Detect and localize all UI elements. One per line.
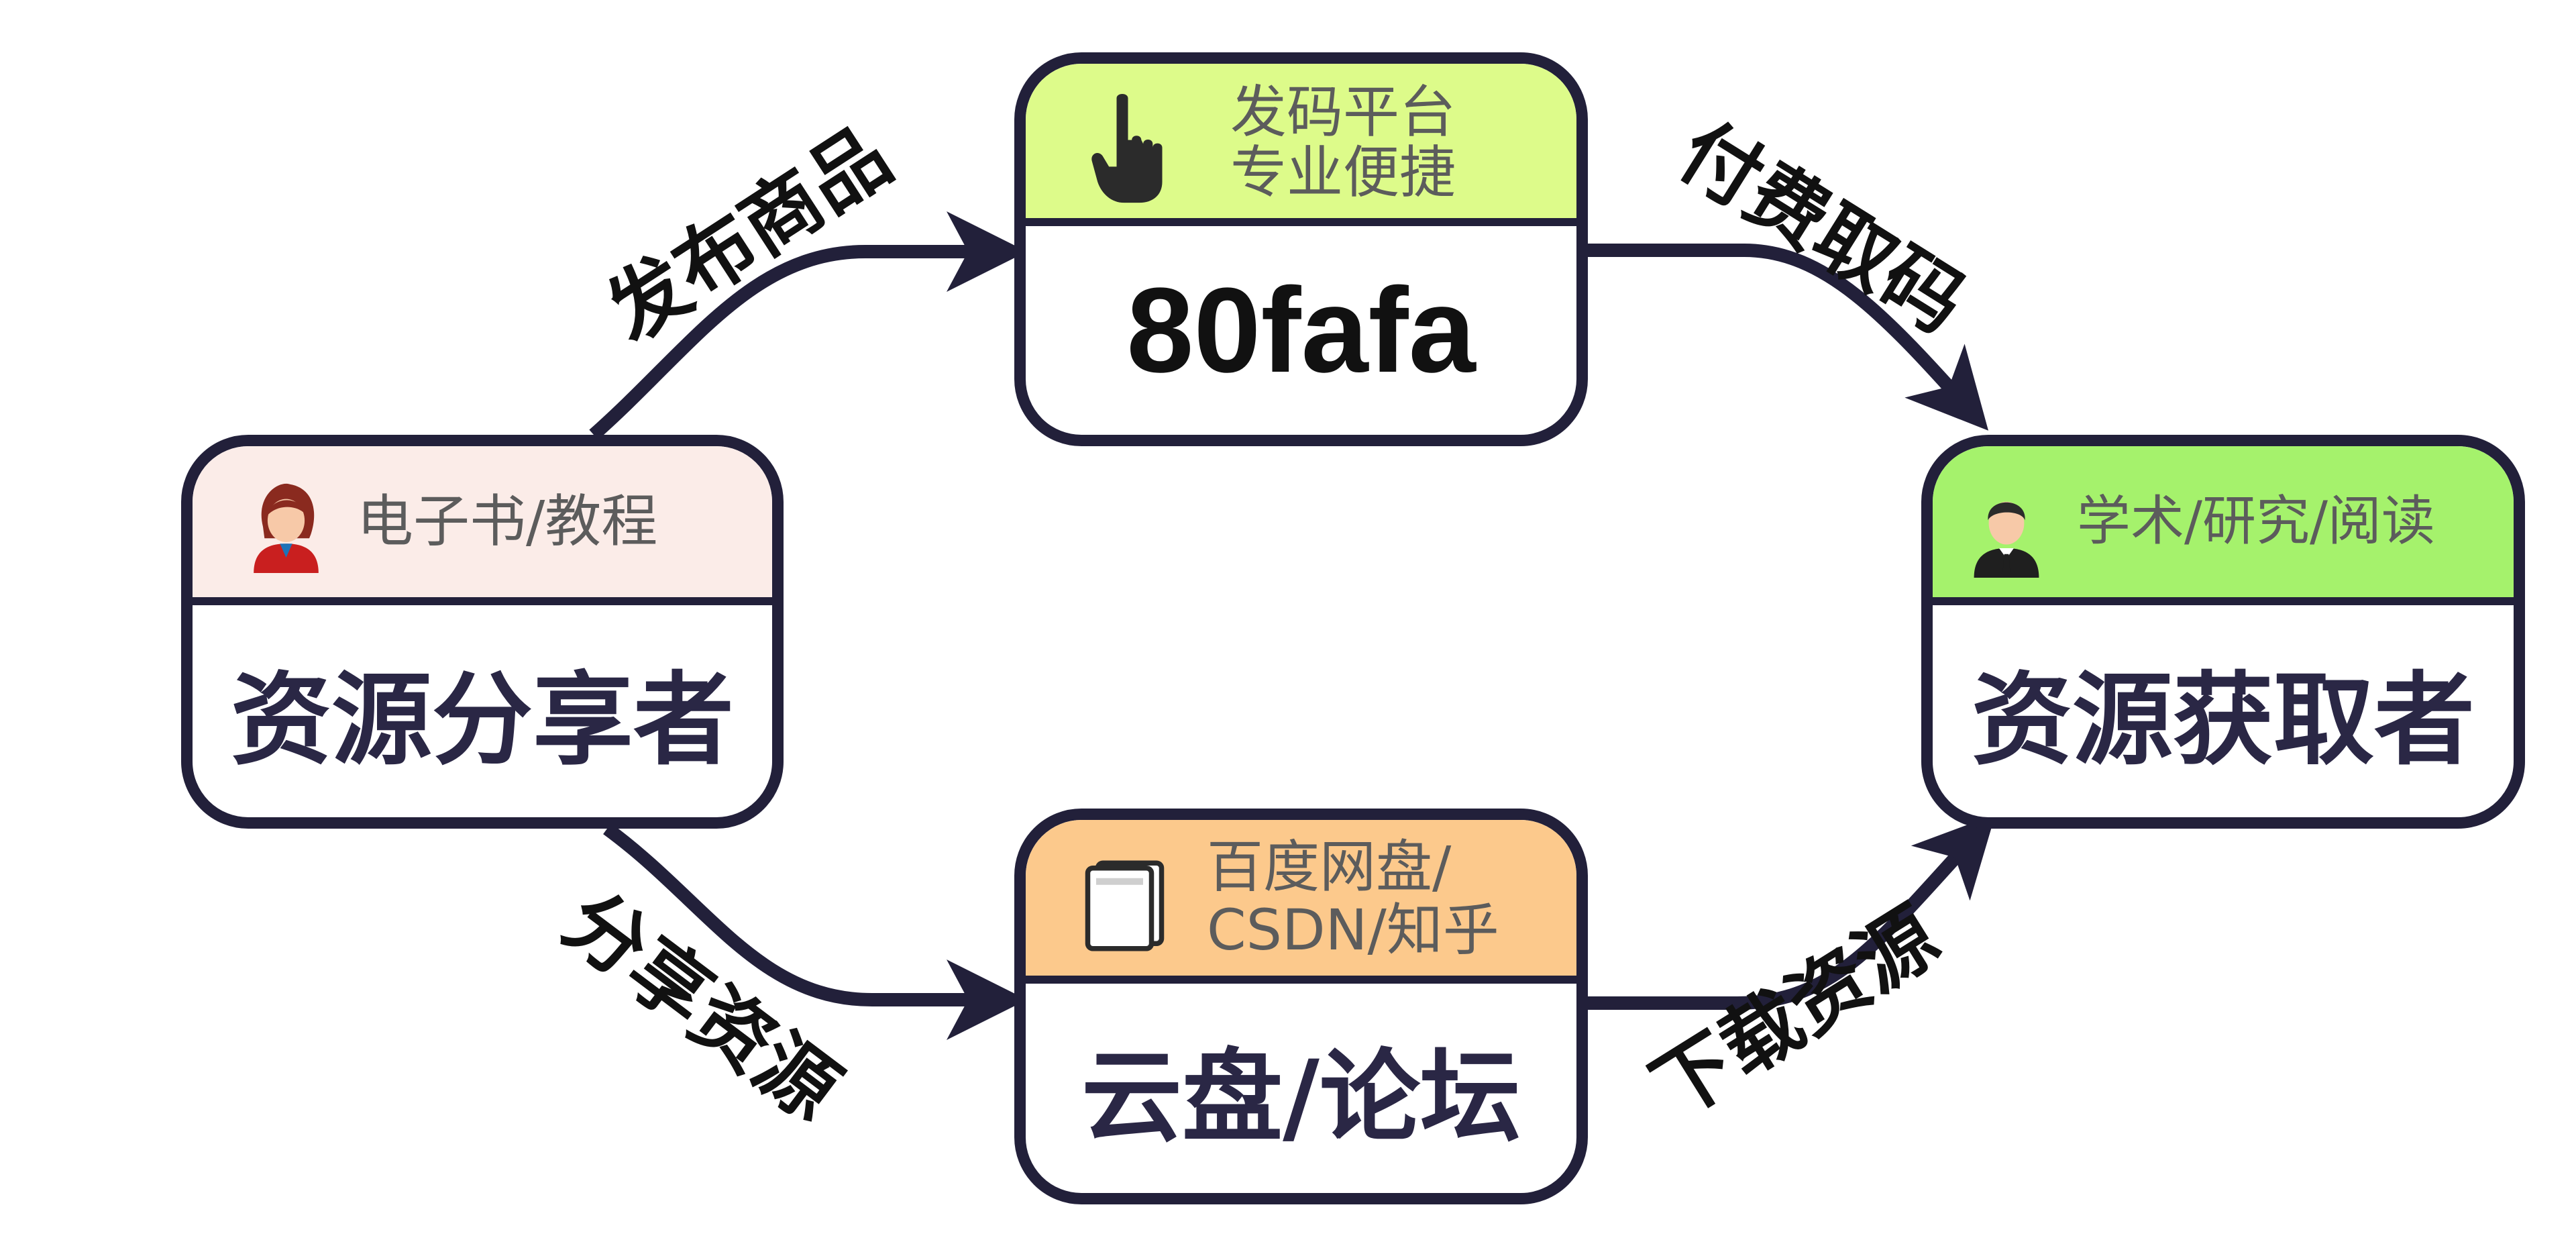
platform-node-header: 发码平台 专业便捷 bbox=[1026, 64, 1576, 226]
getter-node: 学术/研究/阅读 资源获取者 bbox=[1921, 435, 2525, 829]
arrow-pay bbox=[1587, 244, 1989, 431]
cloud-node: 百度网盘/ CSDN/知乎 云盘/论坛 bbox=[1014, 809, 1588, 1204]
pointing-hand-icon bbox=[1091, 93, 1163, 203]
woman-avatar-icon bbox=[254, 483, 319, 573]
arrow-download bbox=[1587, 814, 1996, 1010]
platform-title: 80fafa bbox=[1126, 263, 1476, 398]
platform-header-line2: 专业便捷 bbox=[1230, 140, 1456, 205]
cloud-title: 云盘/论坛 bbox=[1081, 1039, 1521, 1156]
sharer-node-header: 电子书/教程 bbox=[193, 446, 772, 605]
getter-node-header: 学术/研究/阅读 bbox=[1933, 446, 2514, 605]
sharer-node: 电子书/教程 资源分享者 bbox=[181, 435, 784, 829]
cloud-header-line2: CSDN/知乎 bbox=[1207, 897, 1499, 963]
getter-title: 资源获取者 bbox=[1971, 662, 2475, 779]
man-avatar-icon bbox=[1974, 501, 2039, 578]
platform-header-line1: 发码平台 bbox=[1230, 79, 1456, 145]
arrow-share bbox=[603, 823, 1028, 1040]
cloud-node-header: 百度网盘/ CSDN/知乎 bbox=[1026, 820, 1576, 984]
arrow-publish bbox=[589, 211, 1028, 440]
cloud-header-line1: 百度网盘/ bbox=[1207, 834, 1452, 900]
sharer-title: 资源分享者 bbox=[230, 662, 734, 779]
platform-node: 发码平台 专业便捷 80fafa bbox=[1014, 52, 1588, 446]
getter-header-text: 学术/研究/阅读 bbox=[2077, 490, 2435, 552]
sharer-header-text: 电子书/教程 bbox=[357, 488, 658, 554]
book-icon bbox=[1085, 860, 1165, 951]
